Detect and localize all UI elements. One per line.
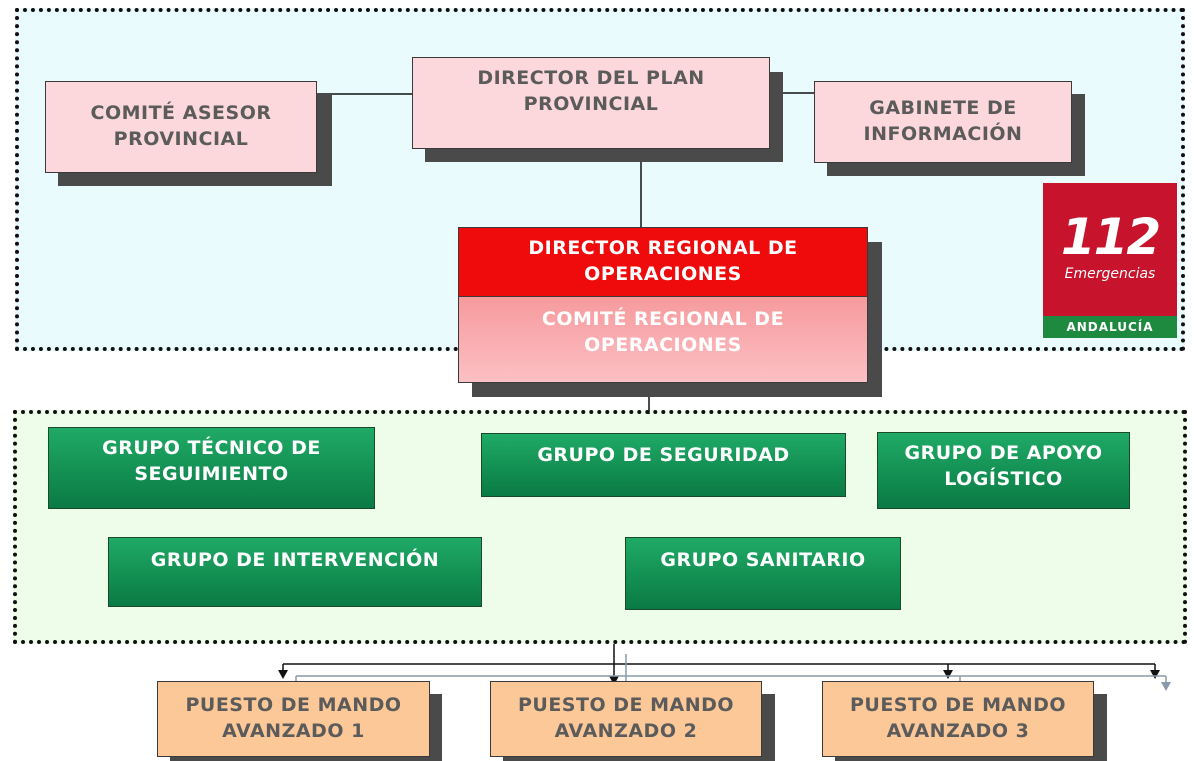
grupo-tecnico-label: GRUPO TÉCNICO DE SEGUIMIENTO [102, 437, 321, 485]
puesto-mando-2-box: PUESTO DE MANDO AVANZADO 2 [490, 681, 762, 757]
comite-asesor-label: COMITÉ ASESOR PROVINCIAL [90, 102, 272, 150]
grupo-sanitario-label: GRUPO SANITARIO [660, 549, 866, 571]
director-regional-box: DIRECTOR REGIONAL DE OPERACIONES [458, 227, 868, 297]
gabinete-label: GABINETE DE INFORMACIÓN [863, 97, 1023, 145]
puesto-mando-2-label: PUESTO DE MANDO AVANZADO 2 [517, 694, 735, 742]
grupo-apoyo-label: GRUPO DE APOYO LOGÍSTICO [904, 442, 1103, 490]
director-plan-label: DIRECTOR DEL PLAN PROVINCIAL [477, 67, 705, 115]
logo-number: 112 [1060, 208, 1161, 266]
logo-region: ANDALUCÍA [1066, 320, 1154, 334]
comite-regional-box: COMITÉ REGIONAL DE OPERACIONES [458, 296, 868, 383]
puesto-mando-3-label: PUESTO DE MANDO AVANZADO 3 [849, 694, 1067, 742]
grupo-seguridad-box: GRUPO DE SEGURIDAD [481, 433, 846, 497]
grupo-intervencion-box: GRUPO DE INTERVENCIÓN [108, 537, 482, 607]
logo-word: Emergencias [1064, 266, 1156, 282]
puesto-mando-1-box: PUESTO DE MANDO AVANZADO 1 [157, 681, 430, 757]
logo-band [1043, 316, 1177, 338]
grupo-tecnico-box: GRUPO TÉCNICO DE SEGUIMIENTO [48, 427, 375, 509]
comite-asesor-box: COMITÉ ASESOR PROVINCIAL [45, 81, 317, 173]
grupo-apoyo-box: GRUPO DE APOYO LOGÍSTICO [877, 432, 1130, 509]
gabinete-box: GABINETE DE INFORMACIÓN [814, 81, 1072, 163]
director-plan-box: DIRECTOR DEL PLAN PROVINCIAL [412, 57, 770, 149]
grupo-seguridad-label: GRUPO DE SEGURIDAD [537, 444, 790, 466]
emergencias-112-logo: 112 Emergencias ANDALUCÍA [1043, 183, 1177, 338]
grupo-sanitario-box: GRUPO SANITARIO [625, 537, 901, 610]
director-regional-label: DIRECTOR REGIONAL DE OPERACIONES [528, 237, 798, 285]
puesto-mando-1-label: PUESTO DE MANDO AVANZADO 1 [185, 694, 402, 742]
grupo-intervencion-label: GRUPO DE INTERVENCIÓN [150, 549, 440, 571]
comite-regional-label: COMITÉ REGIONAL DE OPERACIONES [541, 308, 785, 356]
puesto-mando-3-box: PUESTO DE MANDO AVANZADO 3 [822, 681, 1094, 757]
